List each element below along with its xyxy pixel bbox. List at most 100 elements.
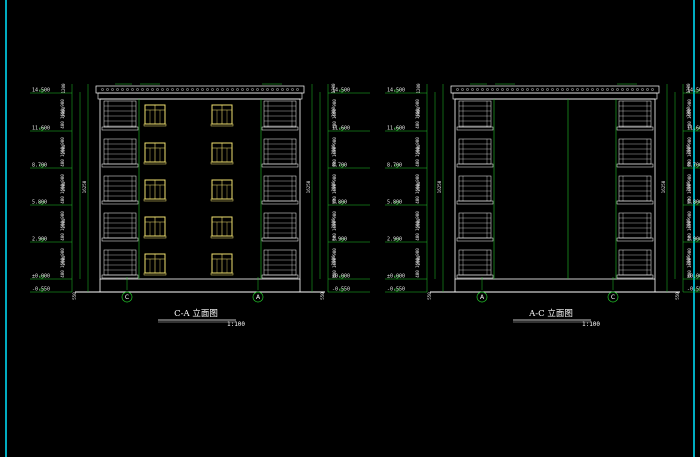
cornice-ornament [466, 88, 469, 91]
level-label: 2.900 [387, 237, 402, 243]
axis-bubble [476, 291, 488, 303]
floor-dimension: 2900 [61, 181, 66, 192]
window-dimension: 400 [687, 233, 692, 241]
floor-dimension: 2900 [416, 106, 421, 117]
window-dimension: 400 [332, 270, 337, 278]
window-dimension: 400 [332, 196, 337, 204]
total-height-dimension: 16250 [437, 180, 442, 193]
window-dimension: 900 [332, 174, 337, 182]
axis-label: C [611, 294, 615, 301]
balcony-slab [101, 200, 139, 205]
level-marker [393, 288, 401, 293]
cornice-ornament [621, 88, 624, 91]
cornice-ornament [136, 88, 139, 91]
level-marker [38, 288, 46, 293]
balcony-slab [261, 163, 299, 168]
window-sill [210, 272, 234, 276]
cornice-ornament [511, 88, 514, 91]
window-dimension: 900 [332, 137, 337, 145]
window-dimension: 1600 [332, 108, 337, 119]
floor-dimension: 2900 [331, 255, 336, 266]
floor-dimension: 2900 [331, 181, 336, 192]
cornice-ornament [476, 88, 479, 91]
base-dimension: 550 [72, 292, 77, 300]
level-label: 5.800 [32, 200, 47, 206]
cornice-ornament [186, 88, 189, 91]
level-label: -0.550 [387, 287, 405, 293]
cornice-ornament [616, 88, 619, 91]
level-label: 14.500 [32, 88, 50, 94]
window-sill [143, 123, 167, 127]
cornice-ornament [501, 88, 504, 91]
cornice-ornament [546, 88, 549, 91]
cornice-ornament [266, 88, 269, 91]
facade-outline [454, 98, 656, 280]
window-dimension: 900 [60, 99, 65, 107]
cornice-ornament [246, 88, 249, 91]
scale-label: 1:100 [582, 321, 600, 328]
cornice-ornament [526, 88, 529, 91]
elevation-title: A-C 立面图 [528, 308, 573, 319]
cornice-ornament [601, 88, 604, 91]
cornice-ornament [256, 88, 259, 91]
level-marker [693, 127, 700, 132]
balcony-slab [101, 163, 139, 168]
window-dimension: 400 [687, 121, 692, 129]
floor-dimension: 2900 [416, 144, 421, 155]
cornice-ornament [536, 88, 539, 91]
window-sill [143, 235, 167, 239]
cornice-ornament [296, 88, 299, 91]
cornice-ornament [156, 88, 159, 91]
window-dimension: 400 [415, 270, 420, 278]
cornice-ornament [241, 88, 244, 91]
level-marker [393, 164, 401, 169]
elevation-left: 14.50011.6008.7005.8002.900±0.000-0.5501… [30, 83, 370, 328]
level-label: 5.800 [387, 200, 402, 206]
cornice-ornament [541, 88, 544, 91]
cornice-ornament [551, 88, 554, 91]
window-sill [143, 272, 167, 276]
level-marker [338, 238, 346, 243]
cornice-ornament [631, 88, 634, 91]
balcony-slab [456, 163, 494, 168]
level-marker [338, 275, 346, 280]
cornice-ornament [161, 88, 164, 91]
cornice-ornament [286, 88, 289, 91]
cornice-ornament [216, 88, 219, 91]
cornice-ornament [611, 88, 614, 91]
level-label: 11.600 [32, 126, 50, 132]
level-marker [338, 288, 346, 293]
window-dimension: 400 [332, 121, 337, 129]
level-label: 8.700 [32, 163, 47, 169]
level-marker [693, 164, 700, 169]
window-dimension: 1600 [60, 183, 65, 194]
window-dimension: 900 [60, 248, 65, 256]
window-dimension: 1600 [687, 220, 692, 231]
window-dimension: 1600 [332, 220, 337, 231]
level-label: 8.700 [687, 163, 700, 169]
level-label: 11.600 [687, 126, 700, 132]
level-label: 2.900 [687, 237, 700, 243]
cornice-ornament [651, 88, 654, 91]
balcony-slab [616, 126, 654, 131]
cornice-ornament [561, 88, 564, 91]
cornice-ornament [146, 88, 149, 91]
window-dimension: 400 [332, 233, 337, 241]
level-label: 5.800 [687, 200, 700, 206]
cornice-ornament [646, 88, 649, 91]
cornice-ornament [231, 88, 234, 91]
cornice-ornament [176, 88, 179, 91]
level-marker [393, 275, 401, 280]
cornice-ornament [101, 88, 104, 91]
cornice-ornament [521, 88, 524, 91]
level-label: ±0.000 [32, 274, 50, 280]
cornice-ornament [181, 88, 184, 91]
window-dimension: 400 [60, 196, 65, 204]
level-marker [38, 275, 46, 280]
window-dimension: 900 [415, 174, 420, 182]
axis-bubble [252, 291, 264, 303]
balcony-slab [456, 126, 494, 131]
window-dimension: 400 [60, 121, 65, 129]
window-sill [210, 235, 234, 239]
